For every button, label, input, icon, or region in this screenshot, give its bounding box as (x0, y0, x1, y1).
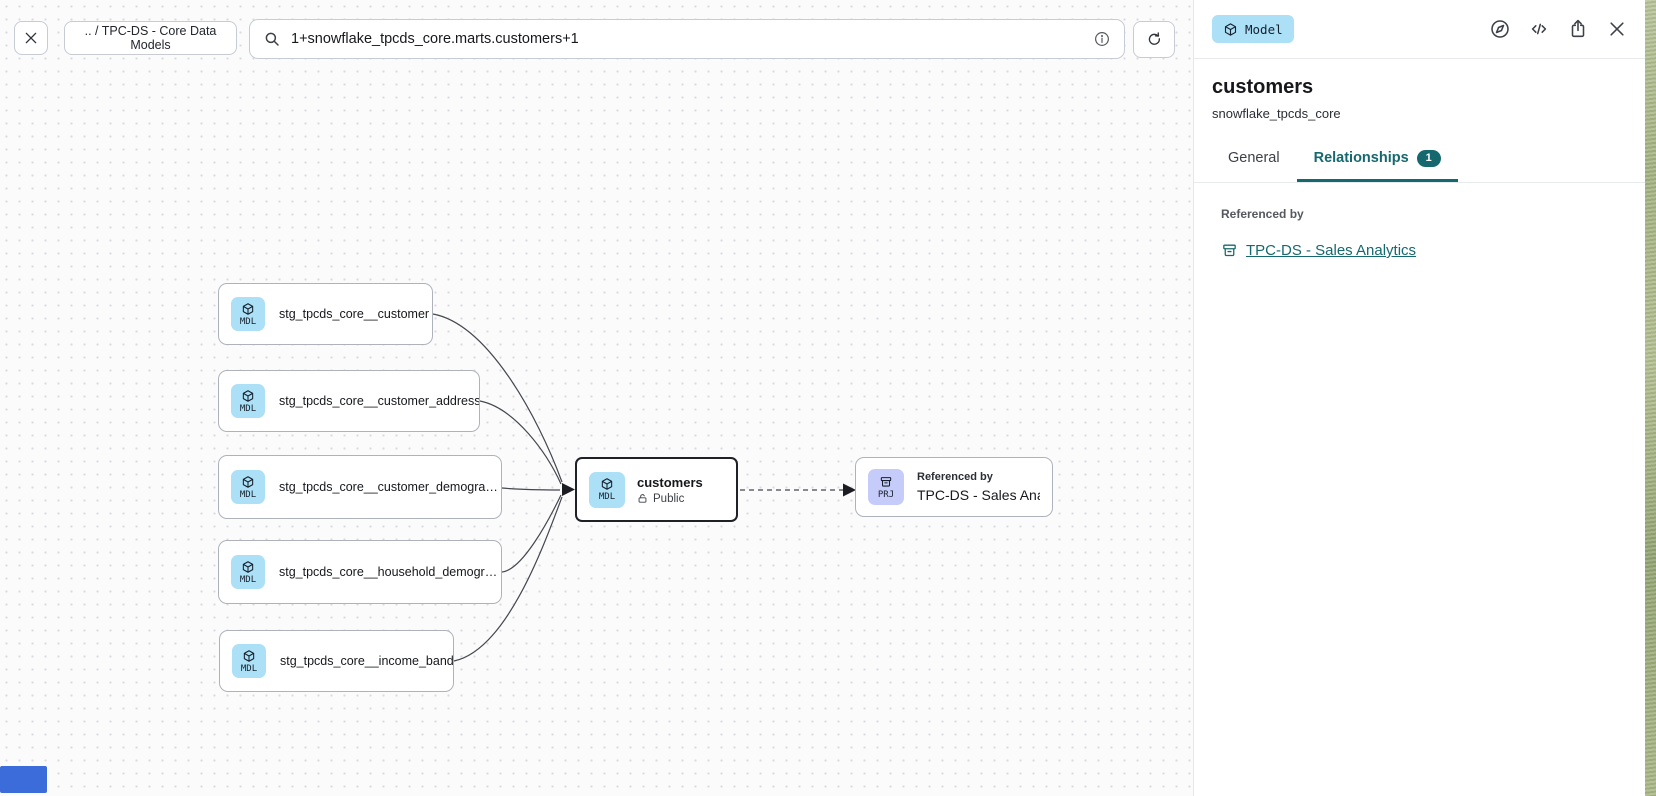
node-label: stg_tpcds_core__household_demogr… (279, 565, 498, 579)
referenced-by-section: Referenced by TPC-DS - Sales Analytics (1194, 183, 1645, 259)
project-archive-icon (880, 476, 892, 487)
node-stg-customer-demographics[interactable]: MDL stg_tpcds_core__customer_demogra… (218, 455, 502, 519)
view-code-button[interactable] (1527, 17, 1551, 41)
relationships-count-badge: 1 (1416, 149, 1441, 167)
project-archive-icon (1223, 244, 1236, 257)
entity-type-label: Model (1245, 21, 1283, 37)
breadcrumb[interactable]: .. / TPC-DS - Core Data Models (64, 21, 237, 55)
node-customers-selected[interactable]: MDL customers Public (575, 457, 738, 522)
tab-label: General (1228, 150, 1280, 166)
details-panel: Model customers snowflake_tpcds_core (1194, 0, 1645, 796)
model-badge: MDL (231, 555, 265, 589)
model-badge: MDL (231, 384, 265, 418)
close-lineage-button[interactable] (14, 21, 48, 55)
node-stg-household-demographics[interactable]: MDL stg_tpcds_core__household_demogr… (218, 540, 502, 604)
referenced-project-link[interactable]: TPC-DS - Sales Analytics (1246, 242, 1417, 259)
cube-icon (242, 302, 254, 315)
cube-icon (242, 560, 254, 573)
node-label: stg_tpcds_core__customer_address (279, 394, 480, 408)
tab-general[interactable]: General (1211, 137, 1297, 182)
node-stg-income-band[interactable]: MDL stg_tpcds_core__income_band (219, 630, 454, 692)
node-title: customers (637, 474, 703, 490)
compass-icon (1491, 20, 1509, 38)
badge-label: MDL (240, 663, 258, 674)
refresh-lineage-button[interactable] (1133, 21, 1175, 58)
info-icon[interactable] (1093, 30, 1111, 48)
search-icon (265, 32, 279, 46)
canvas-corner-marker (0, 766, 47, 793)
unlock-icon (638, 494, 647, 503)
entity-type-badge: Model (1212, 15, 1294, 43)
node-label: stg_tpcds_core__customer_demogra… (279, 480, 498, 494)
badge-label: MDL (239, 489, 257, 500)
share-icon (1571, 19, 1585, 38)
cube-icon (601, 478, 613, 490)
node-access-label: Public (653, 492, 685, 505)
cube-icon (243, 649, 255, 662)
section-heading: Referenced by (1221, 207, 1304, 221)
tab-label: Relationships (1313, 150, 1409, 166)
desktop-wallpaper-strip (1645, 0, 1656, 796)
project-badge: PRJ (868, 469, 904, 505)
panel-header: Model (1194, 0, 1645, 59)
badge-label: MDL (239, 574, 257, 585)
breadcrumb-label: .. / TPC-DS - Core Data Models (84, 24, 217, 52)
model-badge: MDL (231, 297, 265, 331)
lineage-edges (432, 313, 856, 662)
badge-label: MDL (598, 492, 616, 502)
tab-relationships[interactable]: Relationships 1 (1296, 137, 1458, 182)
model-badge: MDL (231, 470, 265, 504)
close-icon (1610, 22, 1624, 36)
lineage-canvas[interactable]: MDL stg_tpcds_core__customer MDL stg_tpc… (0, 0, 1194, 796)
model-badge: MDL (232, 644, 266, 678)
node-label: stg_tpcds_core__customer (279, 307, 430, 321)
close-icon (25, 32, 37, 44)
cube-icon (242, 389, 254, 402)
cube-icon (1224, 22, 1237, 36)
node-label: stg_tpcds_core__income_band (280, 654, 454, 668)
node-referenced-by-project[interactable]: PRJ Referenced by TPC-DS - Sales Analyti… (855, 457, 1053, 517)
badge-label: PRJ (877, 489, 895, 500)
close-panel-button[interactable] (1605, 17, 1629, 41)
badge-label: MDL (239, 403, 257, 414)
node-kicker: Referenced by (917, 471, 993, 483)
panel-tabs: General Relationships 1 (1194, 137, 1645, 183)
model-badge: MDL (589, 471, 625, 508)
lineage-search-input[interactable]: 1+snowflake_tpcds_core.marts.customers+1 (249, 19, 1125, 59)
cube-icon (242, 475, 254, 488)
node-stg-customer[interactable]: MDL stg_tpcds_core__customer (218, 283, 433, 345)
code-icon (1531, 23, 1547, 35)
share-button[interactable] (1566, 17, 1590, 41)
node-title: TPC-DS - Sales Analytics (917, 487, 1040, 503)
explore-button[interactable] (1488, 17, 1512, 41)
badge-label: MDL (239, 316, 257, 327)
panel-title-block: customers snowflake_tpcds_core (1194, 59, 1645, 121)
node-stg-customer-address[interactable]: MDL stg_tpcds_core__customer_address (218, 370, 480, 432)
page-title: customers (1212, 76, 1314, 98)
reference-link-row[interactable]: TPC-DS - Sales Analytics (1221, 242, 1618, 259)
search-query-text: 1+snowflake_tpcds_core.marts.customers+1 (291, 31, 579, 47)
refresh-icon (1148, 32, 1160, 45)
schema-subtitle: snowflake_tpcds_core (1212, 106, 1341, 121)
